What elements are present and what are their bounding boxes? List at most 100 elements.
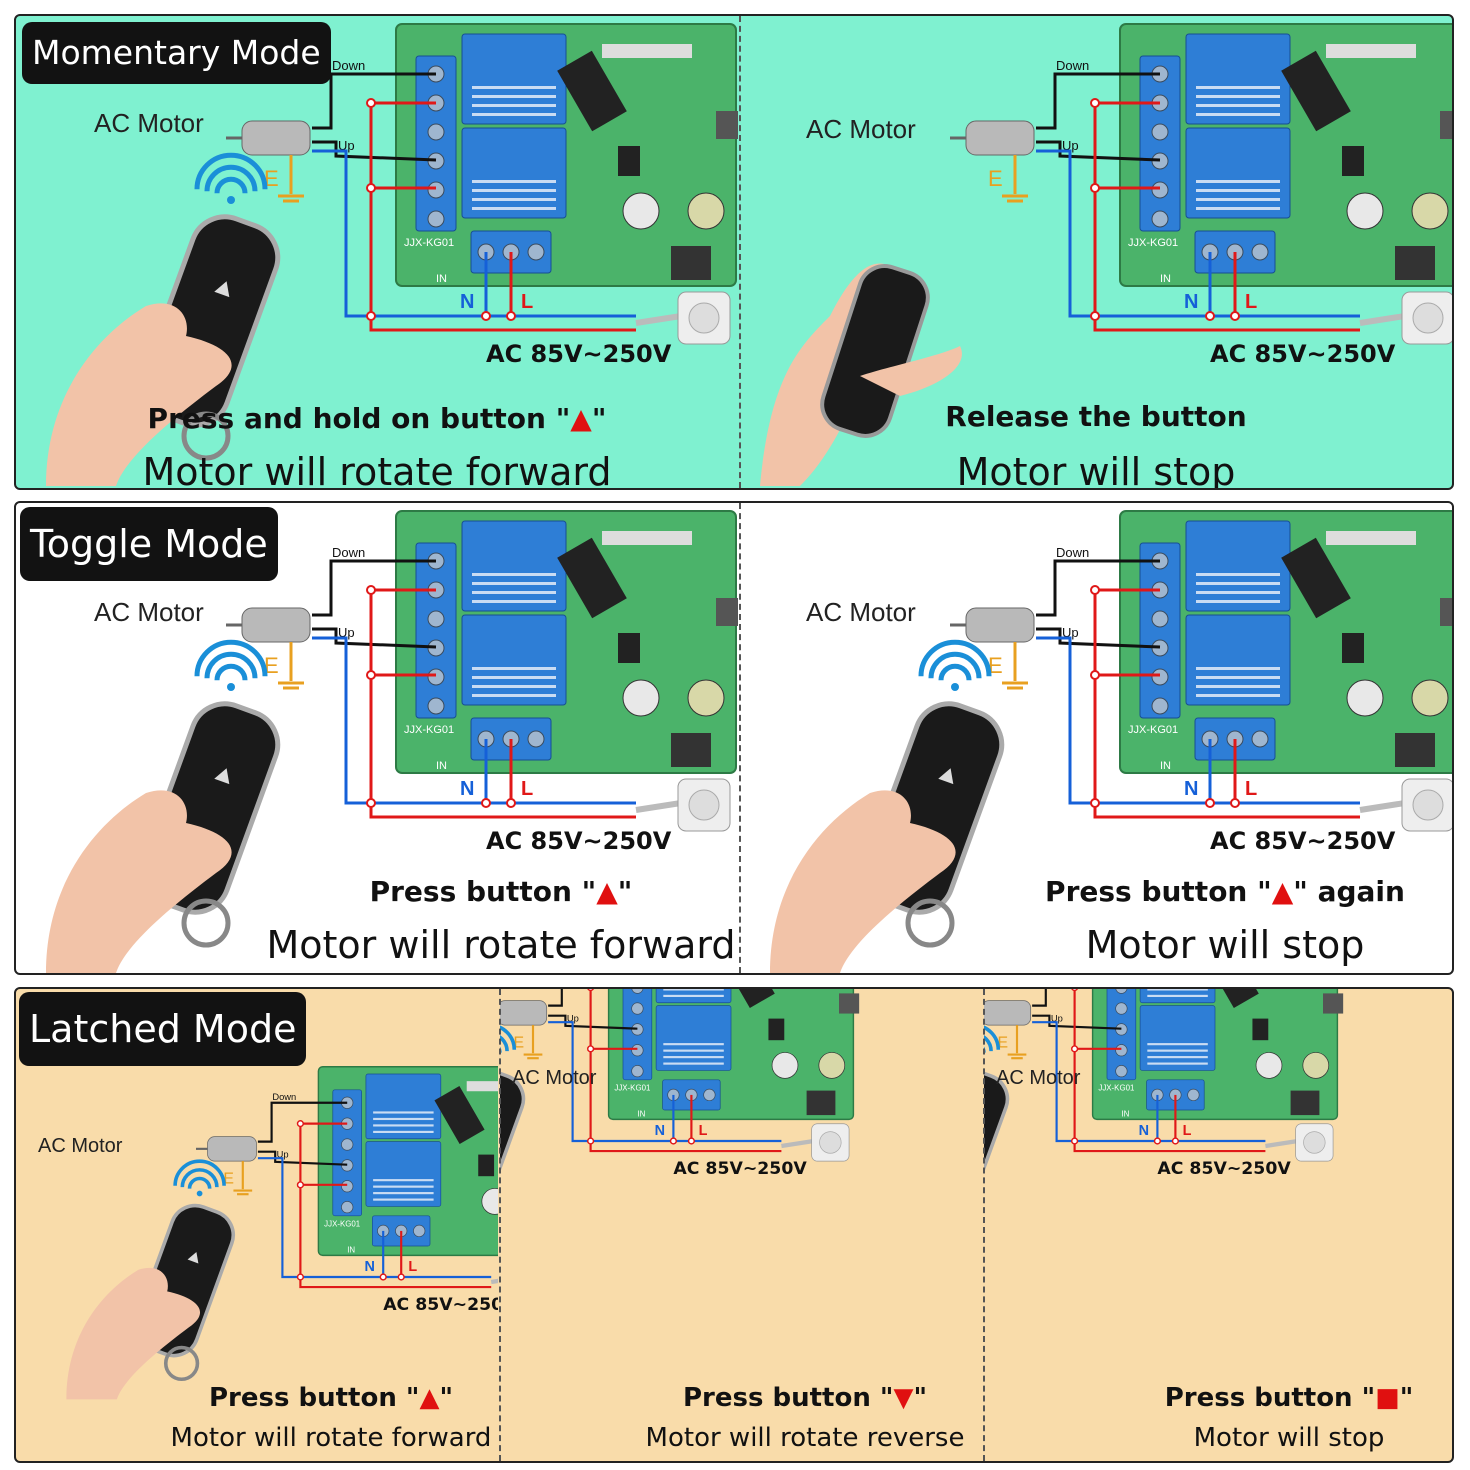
inductor xyxy=(671,246,711,280)
relay-bottom xyxy=(1139,1005,1216,1071)
relay-print xyxy=(1196,685,1280,688)
antenna-coil xyxy=(557,50,627,132)
hand xyxy=(66,1267,201,1400)
hand xyxy=(46,303,232,486)
relay-bottom xyxy=(461,614,567,706)
relay-print xyxy=(1196,198,1280,201)
ground-label: E xyxy=(264,653,279,678)
relay-bottom xyxy=(1185,127,1291,219)
ic-chip xyxy=(1252,1018,1269,1041)
screw-terminal xyxy=(631,1044,644,1057)
screw-terminal xyxy=(427,668,445,686)
result-caption: Motor will rotate forward xyxy=(170,1423,492,1453)
capacitor xyxy=(1302,1052,1330,1079)
relay-print xyxy=(472,198,556,201)
capacitor xyxy=(1346,679,1384,717)
antenna-coil xyxy=(1281,50,1351,132)
relay-print xyxy=(373,1130,434,1133)
action-text-suffix: " again xyxy=(1293,875,1405,908)
screw-terminal xyxy=(1187,1088,1200,1102)
capacitor xyxy=(622,679,660,717)
relay-print xyxy=(472,104,556,107)
down-wire xyxy=(257,1101,348,1143)
input-label: IN xyxy=(436,273,447,285)
button-symbol-icon: ■ xyxy=(1375,1383,1400,1413)
screw-terminal xyxy=(1151,697,1169,715)
board-label: JJX-KG01 xyxy=(1098,1084,1135,1093)
relay-top xyxy=(461,33,567,125)
up-label: Up xyxy=(1051,1013,1063,1023)
relay-print xyxy=(1147,1056,1208,1059)
relay-top xyxy=(1185,33,1291,125)
motor-body xyxy=(965,120,1035,156)
relay-print xyxy=(1196,113,1280,116)
live-wire xyxy=(589,989,782,1153)
live-label: L xyxy=(1245,291,1257,313)
ic-chip xyxy=(478,1154,495,1177)
down-wire xyxy=(548,989,563,1007)
remote-control xyxy=(820,264,930,438)
screw-terminal xyxy=(341,1201,354,1214)
down-label: Down xyxy=(1056,545,1089,560)
live-label: L xyxy=(1245,778,1257,800)
live-wire xyxy=(1093,588,1360,819)
input-label: IN xyxy=(347,1246,355,1255)
crystal xyxy=(1326,531,1416,545)
screw-terminal xyxy=(1151,123,1169,141)
result-caption: Motor will stop xyxy=(1085,923,1365,967)
motor-body xyxy=(241,607,311,643)
keyring xyxy=(905,898,955,948)
board-label: JJX-KG01 xyxy=(404,724,454,736)
screw-terminal xyxy=(1115,989,1128,994)
up-wire xyxy=(1036,627,1161,649)
relay-print xyxy=(1196,189,1280,192)
action-text-suffix: " xyxy=(913,1383,927,1413)
supply-label: AC 85V~250V xyxy=(486,827,672,855)
wifi-signal-icon xyxy=(918,639,992,691)
relay-print xyxy=(472,676,556,679)
hand xyxy=(770,790,956,973)
relay-print xyxy=(373,1111,434,1114)
motor-body xyxy=(500,1000,548,1026)
action-caption: Press and hold on button "▲" xyxy=(16,402,738,435)
relay-print xyxy=(472,600,556,603)
ic-chip xyxy=(768,1018,785,1041)
panel-divider xyxy=(739,16,741,488)
down-wire xyxy=(312,559,436,617)
relay-print xyxy=(472,180,556,183)
relay-print xyxy=(663,1056,724,1059)
power-cord xyxy=(1359,800,1406,813)
action-caption: Press button "▲" xyxy=(166,1383,496,1413)
capacitor xyxy=(687,192,725,230)
relay-print xyxy=(472,582,556,585)
remote-up-button xyxy=(187,1251,199,1264)
capacitor xyxy=(1346,192,1384,230)
screw-terminal xyxy=(527,730,545,748)
relay-print xyxy=(1196,573,1280,576)
neutral-label: N xyxy=(1139,1123,1149,1139)
wifi-signal-icon xyxy=(173,1159,226,1197)
learn-button xyxy=(1440,111,1452,139)
relay-print xyxy=(1196,582,1280,585)
screw-terminal xyxy=(703,1088,716,1102)
down-label: Down xyxy=(332,58,365,73)
inductor xyxy=(1290,1090,1320,1116)
live-wire xyxy=(369,101,636,332)
keyring xyxy=(181,411,231,461)
action-caption: Press button "▲" again xyxy=(990,875,1452,908)
relay-print xyxy=(1196,95,1280,98)
neutral-label: N xyxy=(655,1123,665,1139)
up-wire xyxy=(548,1014,638,1030)
motor-label: AC Motor xyxy=(806,114,916,144)
action-text: Press button " xyxy=(1045,875,1272,908)
ic-chip xyxy=(618,633,640,663)
relay-bottom xyxy=(461,127,567,219)
supply-label: AC 85V~250V xyxy=(1210,827,1396,855)
button-symbol-icon: ▲ xyxy=(596,875,618,908)
power-cord xyxy=(490,1278,498,1285)
action-text-suffix: " xyxy=(439,1383,453,1413)
